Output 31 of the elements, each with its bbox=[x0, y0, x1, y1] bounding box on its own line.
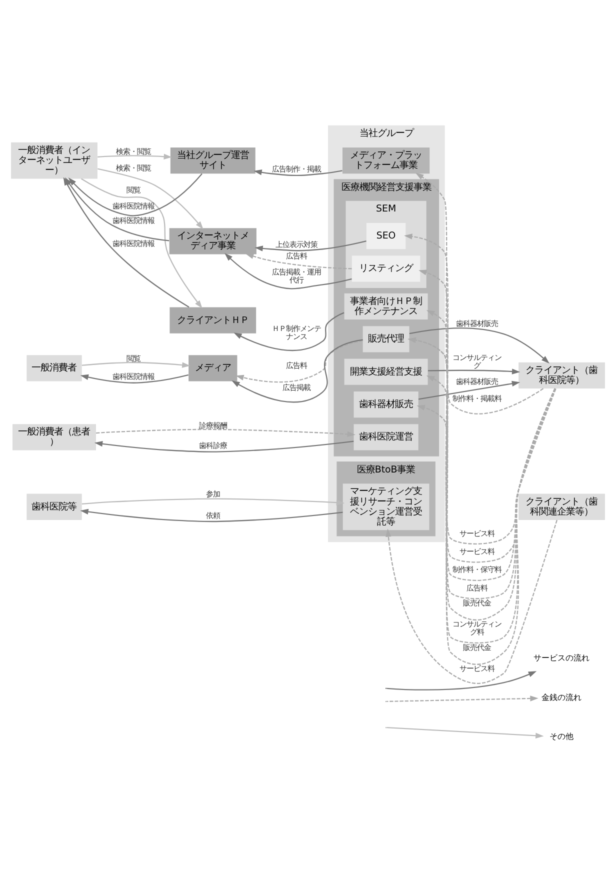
edge-label: サービス料 bbox=[460, 664, 495, 673]
edge-label: サービス料 bbox=[460, 528, 495, 538]
edge-label: 歯科器材販売 bbox=[456, 377, 498, 386]
edge-label: 広告掲載・運用代行 bbox=[272, 268, 322, 285]
edge-label: 広告料 bbox=[286, 252, 308, 261]
edge-label: 閲覧 bbox=[126, 186, 140, 195]
edge-label: ＨＰ制作メンテナンス bbox=[272, 324, 322, 342]
edge-label: 依頼 bbox=[206, 510, 220, 520]
edge-label: 歯科器材販売 bbox=[456, 319, 498, 328]
edge-label: 診療報酬 bbox=[198, 420, 227, 430]
edge-label: 制作料・掲載料 bbox=[452, 394, 502, 403]
edge-label: 参加 bbox=[206, 490, 220, 499]
edge-label: 制作料・保守料 bbox=[452, 565, 502, 574]
edge-label: 広告制作・掲載 bbox=[272, 164, 322, 174]
edge-label: 販売代金 bbox=[463, 642, 492, 652]
edge-label: 広告料 bbox=[466, 583, 488, 592]
edge-label: 上位表示対策 bbox=[276, 240, 318, 249]
edge-label: 歯科医院情報 bbox=[112, 372, 154, 382]
edge-label: 販売代金 bbox=[463, 598, 492, 608]
edge-label: 歯科診療 bbox=[198, 441, 227, 450]
edge-label: 広告料 bbox=[286, 361, 308, 370]
edge-label: コンサルティング bbox=[452, 353, 502, 370]
edge-label: 検索・閲覧 bbox=[116, 147, 151, 156]
edge-label: サービス料 bbox=[460, 547, 495, 556]
edge-label: コンサルティング料 bbox=[452, 620, 502, 637]
edge-label: 歯科医院情報 bbox=[112, 201, 154, 210]
edge-label: 広告掲載 bbox=[282, 382, 311, 392]
edge-label: 検索・閲覧 bbox=[116, 164, 151, 173]
edge-label: 歯科医院情報 bbox=[112, 239, 154, 248]
edge-label: 歯科医院情報 bbox=[112, 216, 154, 225]
edge-label: 閲覧 bbox=[126, 354, 140, 363]
